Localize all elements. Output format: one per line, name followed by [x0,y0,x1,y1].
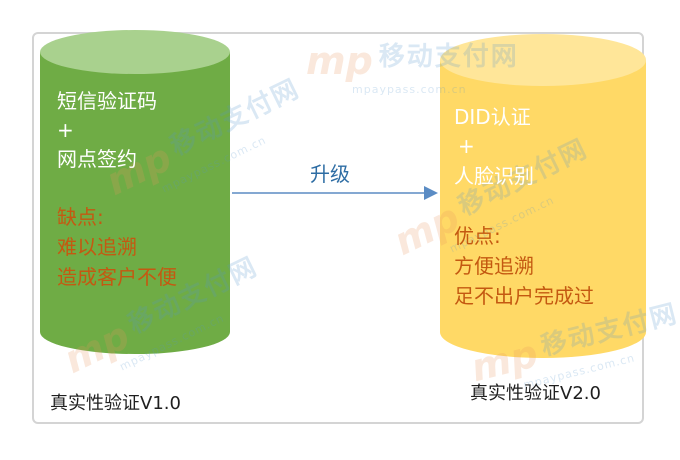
left-plus: + [57,118,74,142]
left-method-line2: 网点签约 [57,147,137,171]
right-pros-title: 优点: [454,224,501,248]
right-method-line1: DID认证 [454,105,531,129]
left-cons-item-1: 难以追溯 [57,235,137,259]
left-cylinder [40,30,230,354]
right-caption: 真实性验证V2.0 [470,383,601,404]
right-pros-item-1: 方便追溯 [454,254,534,278]
right-plus: + [458,134,475,158]
right-cylinder [440,34,646,358]
upgrade-arrow [232,186,438,200]
left-caption: 真实性验证V1.0 [50,393,181,414]
arrow-label: 升级 [310,162,350,186]
left-method-line1: 短信验证码 [57,89,157,113]
left-cons-item-2: 造成客户不便 [57,265,177,289]
right-method-line2: 人脸识别 [454,164,534,188]
left-cons-title: 缺点: [57,205,104,229]
right-pros-item-2: 足不出户完成过 [454,284,594,308]
